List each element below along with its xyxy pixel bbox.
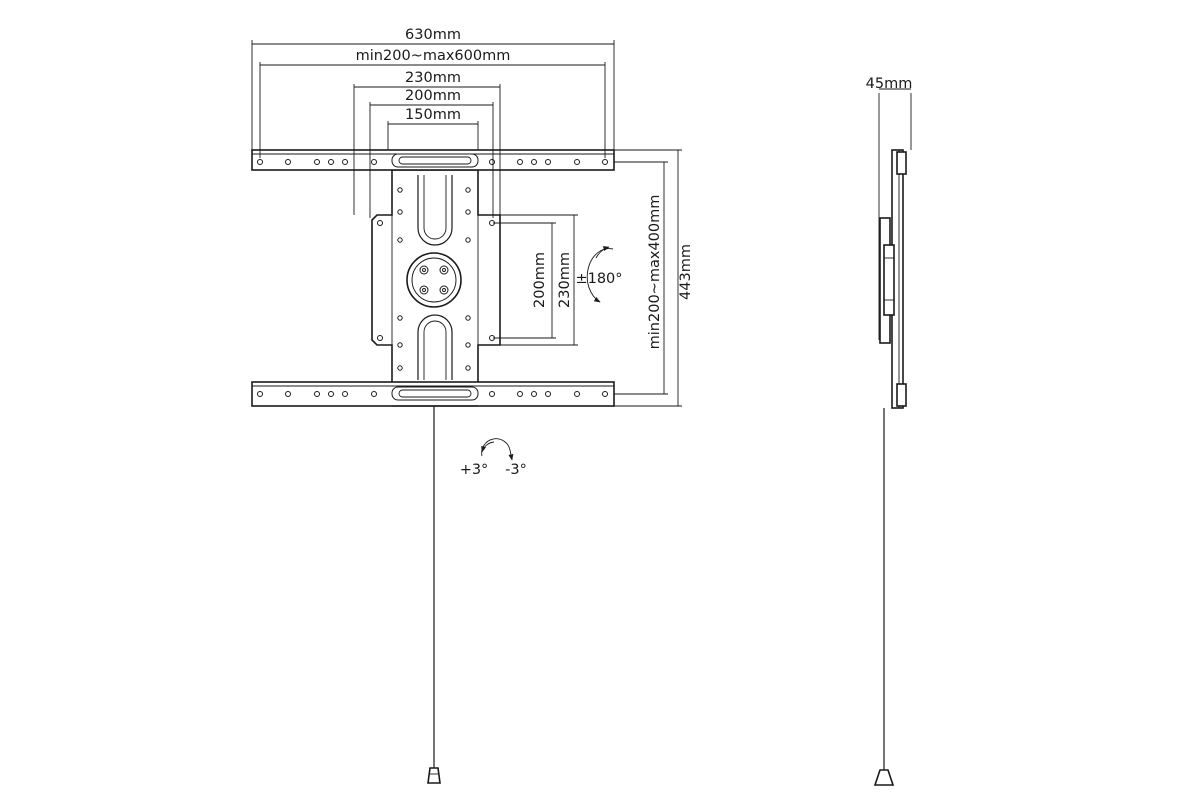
dim-width-150: 150mm [405, 107, 461, 123]
dim-overall-height: 443mm [678, 244, 694, 300]
dim-height-230: 230mm [557, 252, 573, 308]
dim-adjust-range-height: min200~max400mm [647, 195, 663, 350]
upper-slot [417, 175, 453, 246]
plate-holes [377, 187, 495, 371]
dim-width-200: 200mm [405, 88, 461, 104]
top-rail [251, 149, 615, 171]
tilt-minus-label: -3° [505, 462, 527, 478]
dim-depth: 45mm [866, 76, 913, 92]
tilt-plus-label: +3° [460, 462, 489, 478]
pull-cord [427, 406, 441, 784]
tilt-indicator: +3° -3° [460, 438, 527, 478]
lower-slot [417, 314, 453, 380]
rotation-hub [406, 252, 462, 308]
center-plate [371, 169, 501, 386]
dim-height-200: 200mm [532, 252, 548, 308]
top-rail-holes [257, 159, 608, 165]
width-dimensions [251, 40, 615, 218]
bottom-rail [251, 381, 615, 407]
bottom-rail-holes [257, 391, 608, 397]
tilt-arrow-icon [481, 438, 514, 461]
dim-overall-width: 630mm [405, 27, 461, 43]
front-view: 630mm min200~max600mm 230mm 200mm 150mm … [251, 27, 694, 784]
rotation-indicator: ±180° [575, 246, 623, 303]
dim-adjust-range-width: min200~max600mm [356, 48, 511, 64]
side-view: 45mm [866, 76, 913, 786]
height-dimensions [493, 149, 682, 407]
rotation-label: ±180° [575, 271, 622, 287]
dim-width-230: 230mm [405, 70, 461, 86]
